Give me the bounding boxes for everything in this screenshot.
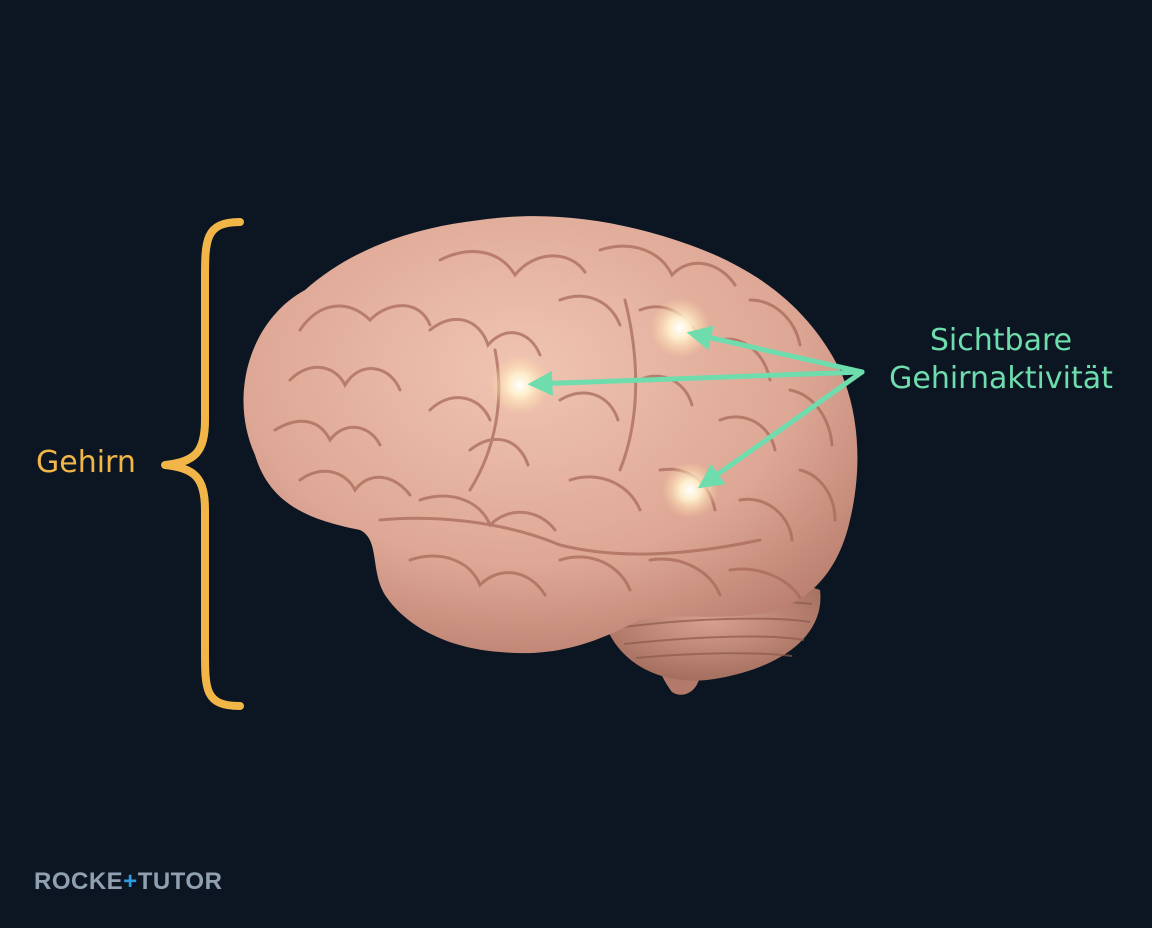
- activity-label-line-2: Gehirnaktivität: [889, 360, 1113, 396]
- activity-label-line-1: Sichtbare: [929, 323, 1073, 358]
- arrow-to-spot-1: [527, 369, 865, 396]
- brain-folds: [273, 244, 837, 600]
- brand-logo: ROCKE+TUTOR: [34, 868, 222, 896]
- brain-illustration: [243, 216, 858, 695]
- activity-label: Sichtbare Gehirnaktivität: [876, 322, 1126, 397]
- logo-text-part-2: TUTOR: [137, 868, 223, 895]
- brain-label: Gehirn: [36, 445, 136, 480]
- activity-spot-2: [650, 298, 710, 358]
- activity-spot-3: [662, 462, 718, 518]
- arrow-to-spot-3: [697, 369, 865, 489]
- curly-brace: [161, 218, 244, 710]
- activity-spot-1: [490, 355, 550, 415]
- logo-text-part-1: ROCKE: [34, 868, 124, 895]
- callout-arrows: [527, 325, 865, 489]
- arrow-to-spot-2: [686, 325, 865, 375]
- logo-plus: +: [123, 868, 138, 895]
